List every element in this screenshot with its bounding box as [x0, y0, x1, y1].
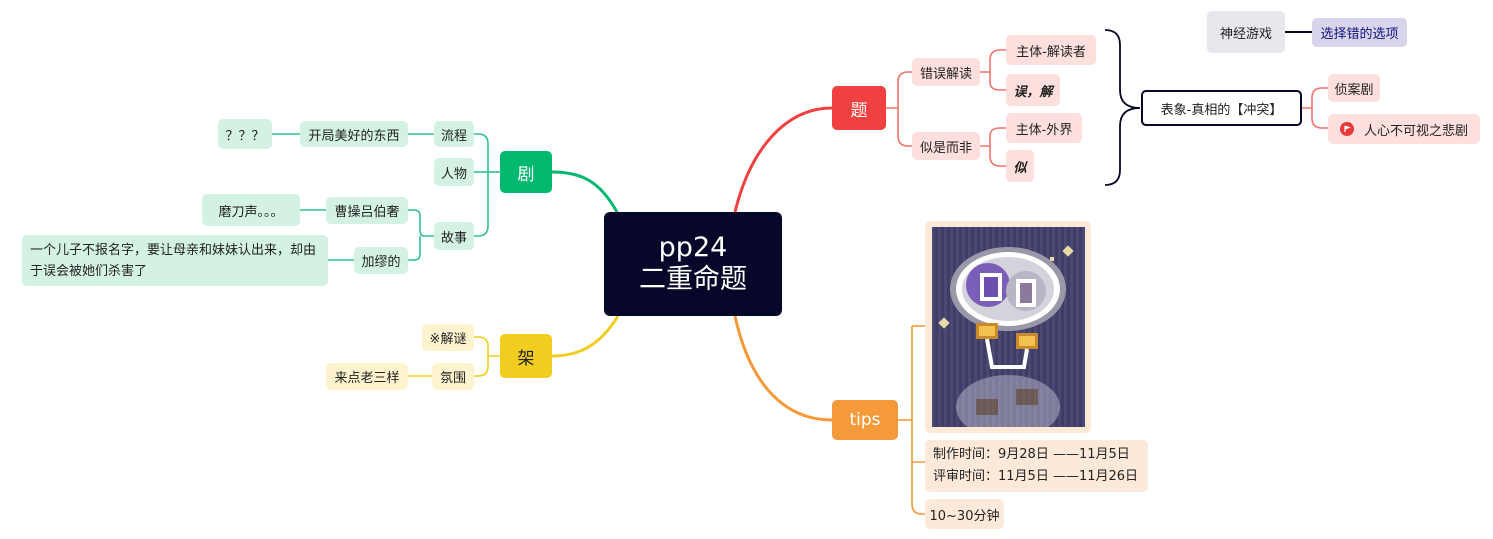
topic-renwu[interactable]: 人物 — [434, 158, 474, 186]
branch-jia-label: 架 — [517, 348, 535, 369]
branch-tips-label: tips — [849, 410, 881, 430]
central-topic-line2: 二重命题 — [639, 264, 747, 295]
topic-fenwei[interactable]: 氛围 — [432, 363, 474, 390]
topic-sishi-child1[interactable]: 主体-外界 — [1006, 113, 1082, 143]
topic-gushi-child2[interactable]: 加缪的 — [354, 247, 408, 274]
branch-jia[interactable]: 架 — [500, 334, 552, 378]
topic-cuowu[interactable]: 错误解读 — [912, 58, 980, 86]
tips-time-line1: 制作时间：9月28日 ——11月5日 — [933, 447, 1130, 462]
branch-ju[interactable]: 剧 — [500, 151, 552, 193]
central-topic-line1: pp24 — [658, 232, 728, 263]
topic-jiemi[interactable]: ※解谜 — [422, 324, 474, 351]
topic-summary-child2[interactable]: 人心不可视之悲剧 — [1328, 114, 1480, 144]
topic-gushi[interactable]: 故事 — [434, 222, 474, 250]
topic-summary-child2-label: 人心不可视之悲剧 — [1363, 123, 1468, 139]
topic-cuowu-child2[interactable]: 误，解 — [1006, 74, 1060, 106]
topic-gushi-child1-detail[interactable]: 磨刀声。。。 — [202, 194, 300, 226]
floating-topic[interactable]: 神经游戏 — [1207, 11, 1285, 53]
topic-sishi[interactable]: 似是而非 — [912, 132, 980, 160]
central-topic[interactable]: pp24 二重命题 — [604, 212, 782, 316]
pixel-art-balloon-icon — [932, 227, 1085, 427]
pixel-art-24-balloon-image — [932, 227, 1085, 427]
branch-ti[interactable]: 题 — [832, 86, 886, 130]
tips-time[interactable]: 制作时间：9月28日 ——11月5日 评审时间：11月5日 ——11月26日 — [925, 440, 1148, 492]
branch-ju-label: 剧 — [517, 164, 535, 185]
flag-icon — [1339, 122, 1354, 136]
topic-summary-child1[interactable]: 侦案剧 — [1328, 74, 1380, 102]
topic-cuowu-child1[interactable]: 主体-解读者 — [1006, 35, 1096, 65]
topic-gushi-child1[interactable]: 曹操吕伯奢 — [326, 197, 408, 224]
branch-ti-label: 题 — [850, 100, 868, 121]
topic-liucheng[interactable]: 流程 — [434, 121, 474, 147]
branch-tips[interactable]: tips — [832, 400, 898, 440]
tips-time-line2: 评审时间：11月5日 ——11月26日 — [933, 469, 1139, 484]
topic-sishi-child2[interactable]: 似 — [1006, 150, 1034, 182]
topic-liucheng-child[interactable]: 开局美好的东西 — [300, 121, 408, 147]
topic-summary[interactable]: 表象-真相的【冲突】 — [1141, 90, 1302, 126]
topic-fenwei-child[interactable]: 来点老三样 — [326, 363, 408, 390]
floating-topic-child[interactable]: 选择错的选项 — [1312, 18, 1407, 47]
topic-liucheng-grandchild[interactable]: ？？？ — [218, 119, 272, 149]
tips-duration[interactable]: 10~30分钟 — [925, 499, 1004, 529]
topic-gushi-child2-detail[interactable]: 一个儿子不报名字，要让母亲和妹妹认出来，却由于误会被她们杀害了 — [22, 235, 328, 286]
